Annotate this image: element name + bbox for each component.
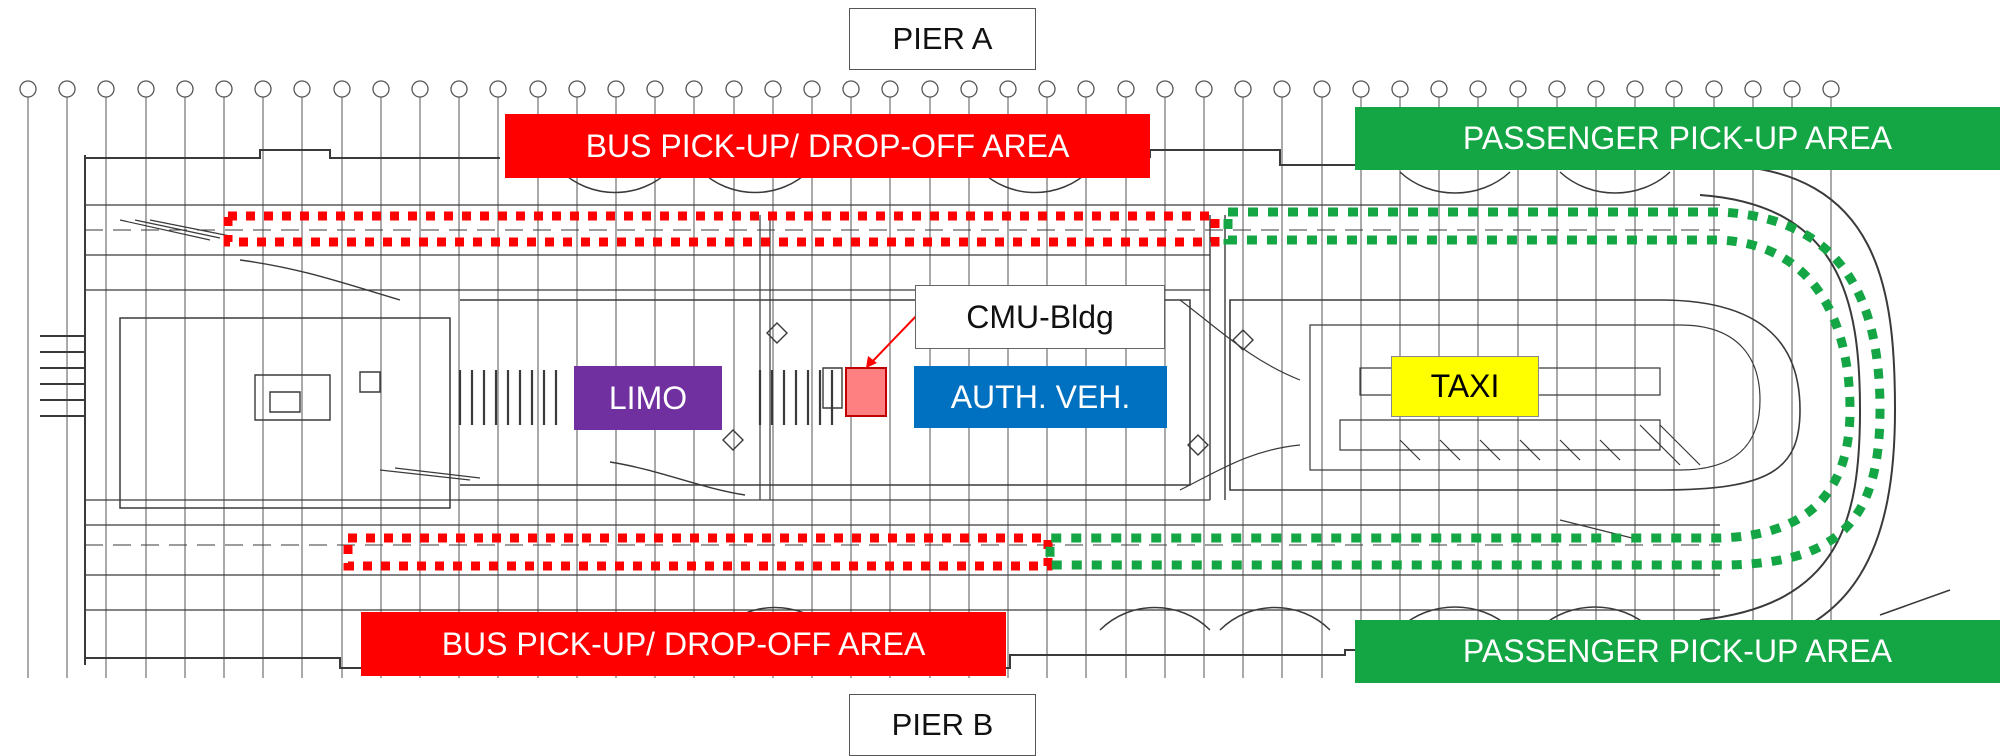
circle-marker-icon <box>333 80 351 98</box>
circle-marker-icon <box>568 80 586 98</box>
circle-marker-icon <box>1587 80 1605 98</box>
terminal-outline <box>40 149 1951 669</box>
circle-marker-icon <box>1822 80 1840 98</box>
circle-marker-icon <box>842 80 860 98</box>
circle-marker-icon <box>1117 80 1135 98</box>
circle-marker-icon <box>1234 80 1252 98</box>
circle-marker-icon <box>137 80 155 98</box>
circle-marker-icon <box>1626 80 1644 98</box>
circle-marker-icon <box>685 80 703 98</box>
circle-marker-icon <box>921 80 939 98</box>
circle-marker-icon <box>1744 80 1762 98</box>
pier-a-label: PIER A <box>849 8 1036 70</box>
circle-marker-icon <box>254 80 272 98</box>
circle-marker-icon <box>1038 80 1056 98</box>
cmu-building-label: CMU-Bldg <box>915 285 1165 349</box>
circle-marker-icon <box>489 80 507 98</box>
limo-area-label: LIMO <box>574 366 722 430</box>
circle-marker-icon <box>215 80 233 98</box>
circle-marker-icon <box>450 80 468 98</box>
passenger-pickup-bottom-label: PASSENGER PICK-UP AREA <box>1355 620 2000 683</box>
cmu-pointer-arrow-icon <box>869 311 921 365</box>
authorized-vehicle-area-label: AUTH. VEH. <box>914 366 1167 428</box>
circle-marker-icon <box>960 80 978 98</box>
circle-marker-icon <box>176 80 194 98</box>
circle-marker-icon <box>1509 80 1527 98</box>
pier-b-label: PIER B <box>849 694 1036 756</box>
circle-marker-icon <box>764 80 782 98</box>
circle-marker-icon <box>372 80 390 98</box>
circle-marker-icon <box>725 80 743 98</box>
circle-marker-icon <box>411 80 429 98</box>
cmu-building <box>845 367 887 417</box>
circle-marker-icon <box>1705 80 1723 98</box>
circle-marker-icon <box>1391 80 1409 98</box>
circle-marker-icon <box>1156 80 1174 98</box>
circle-marker-icon <box>999 80 1017 98</box>
passenger-pickup-top-label: PASSENGER PICK-UP AREA <box>1355 107 2000 170</box>
circle-marker-icon <box>1665 80 1683 98</box>
circle-marker-icon <box>607 80 625 98</box>
circle-marker-icon <box>1077 80 1095 98</box>
circle-marker-icon <box>803 80 821 98</box>
bus-zone-bottom-dotted-outline <box>343 533 1053 571</box>
circle-marker-icon <box>646 80 664 98</box>
arrow-icon <box>866 356 877 368</box>
circle-marker-icon <box>97 80 115 98</box>
circle-marker-icon <box>1469 80 1487 98</box>
circle-marker-icon <box>1783 80 1801 98</box>
circle-marker-icon <box>1313 80 1331 98</box>
circle-marker-icon <box>1548 80 1566 98</box>
circle-marker-icon <box>1352 80 1370 98</box>
circle-marker-icon <box>58 80 76 98</box>
circle-marker-icon <box>1430 80 1448 98</box>
circle-marker-icon <box>1195 80 1213 98</box>
circle-marker-icon <box>529 80 547 98</box>
bus-pickup-dropoff-bottom-label: BUS PICK-UP/ DROP-OFF AREA <box>361 612 1006 676</box>
circle-marker-icon <box>293 80 311 98</box>
taxi-area-label: TAXI <box>1391 356 1539 417</box>
passenger-zone-dotted-loop <box>1045 207 1885 570</box>
bus-pickup-dropoff-top-label: BUS PICK-UP/ DROP-OFF AREA <box>505 114 1150 178</box>
circle-marker-icon <box>881 80 899 98</box>
circle-marker-icon <box>19 80 37 98</box>
circle-marker-icon <box>1273 80 1291 98</box>
bus-zone-top-dotted-outline <box>223 211 1220 247</box>
